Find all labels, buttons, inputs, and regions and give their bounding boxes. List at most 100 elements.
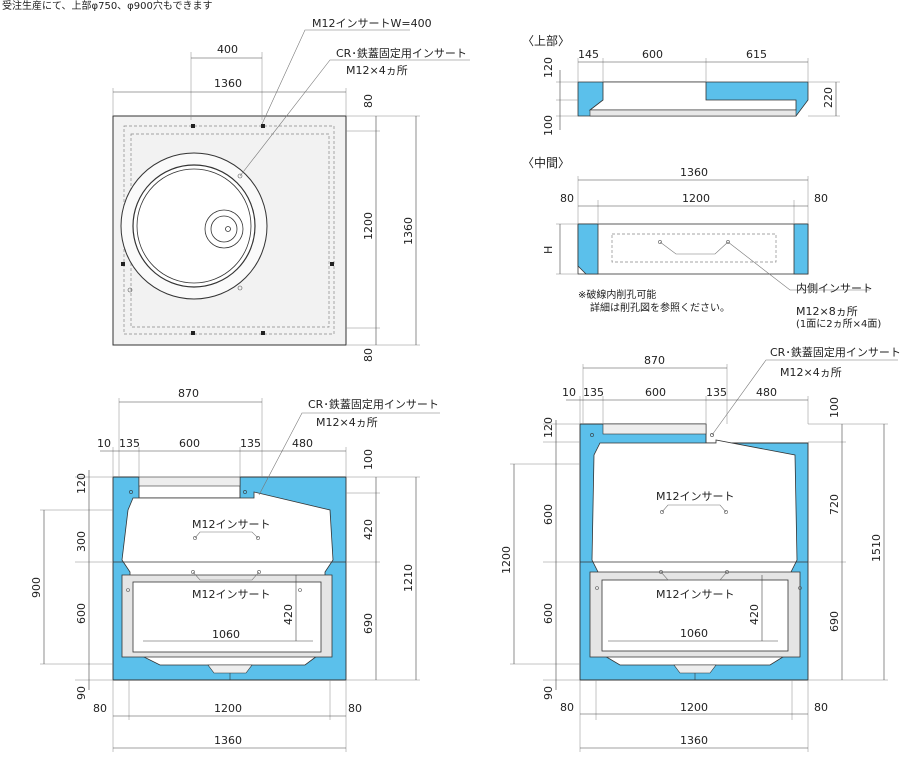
plan-insert-marker — [261, 331, 265, 335]
plan-dim-80-top: 80 — [362, 94, 375, 108]
left-elev-cr-note-count: M12×4ヵ所 — [316, 416, 378, 429]
plan-insert-marker — [261, 124, 265, 128]
plan-dim-1360-top: 1360 — [214, 77, 242, 90]
plan-cr-note-count: M12×4ヵ所 — [346, 64, 408, 77]
left-dim-1060: 1060 — [212, 628, 240, 641]
left-elevation: M12インサート M12インサート CR･鉄蓋固定用インサート M12×4ヵ所 … — [30, 387, 440, 752]
left-dim-100: 100 — [362, 449, 375, 470]
top-dim-615: 615 — [746, 48, 767, 61]
plan-small-opening — [204, 209, 244, 249]
middle-inner-insert-detail: (1面に2ヵ所×4面) — [796, 318, 881, 330]
right-dim-135b: 135 — [706, 386, 727, 399]
header-note: 受注生産にて、上部φ750、φ900穴もできます — [2, 0, 212, 12]
middle-section-title: 〈中間〉 — [522, 155, 570, 170]
right-dim-690: 690 — [828, 611, 841, 632]
left-dim-300: 300 — [75, 531, 88, 552]
top-section-opening — [588, 81, 797, 111]
middle-dim-H: H — [542, 246, 555, 254]
left-elev-insert-lower: M12インサート — [192, 588, 271, 601]
left-dim-10: 10 — [97, 437, 111, 450]
right-dim-80-left: 80 — [560, 701, 574, 714]
left-dim-80-right: 80 — [348, 702, 362, 715]
left-dim-135a: 135 — [119, 437, 140, 450]
right-dim-420-inner: 420 — [748, 604, 761, 625]
plan-dim-1360-right: 1360 — [402, 217, 415, 245]
middle-inner-insert: 内側インサート — [796, 281, 873, 295]
right-dim-870: 870 — [644, 354, 665, 367]
plan-insert-hole — [225, 226, 231, 232]
middle-note-line1: ※破線内削孔可能 — [578, 288, 656, 301]
left-dim-600v: 600 — [75, 603, 88, 624]
right-dim-80-right: 80 — [814, 701, 828, 714]
plan-dim-80-bottom: 80 — [362, 348, 375, 362]
plan-view: 400 1360 80 1200 1360 80 M12インサートW=400 C… — [112, 17, 470, 362]
right-dim-135a: 135 — [583, 386, 604, 399]
middle-right-wall — [793, 223, 809, 275]
plan-dim-400: 400 — [217, 43, 238, 56]
top-dim-600: 600 — [642, 48, 663, 61]
middle-dim-1200: 1200 — [682, 192, 710, 205]
left-elev-cover-seat — [138, 476, 241, 487]
plan-insert-marker — [191, 124, 195, 128]
left-dim-1360: 1360 — [214, 734, 242, 747]
top-dim-220: 220 — [822, 87, 835, 108]
plan-dim-1200: 1200 — [362, 212, 375, 240]
left-dim-1210: 1210 — [402, 564, 415, 592]
plan-cr-insert — [127, 287, 133, 293]
plan-insert-marker — [330, 262, 334, 266]
right-dim-120: 120 — [542, 417, 555, 438]
middle-dim-1360: 1360 — [680, 166, 708, 179]
plan-insert-marker — [121, 262, 125, 266]
left-dim-1200: 1200 — [214, 702, 242, 715]
left-dim-900: 900 — [30, 577, 43, 598]
right-dim-90: 90 — [542, 686, 555, 700]
left-dim-420-right: 420 — [362, 519, 375, 540]
left-dim-80-left: 80 — [93, 702, 107, 715]
middle-drill-zone — [611, 233, 777, 263]
middle-section: 〈中間〉 1360 80 1200 80 H ※破線内削孔可能 詳細は削孔図を参… — [522, 155, 881, 330]
top-dim-120: 120 — [542, 57, 555, 78]
right-dim-600-lower: 600 — [542, 603, 555, 624]
top-section: 〈上部〉 145 600 615 120 100 220 — [522, 33, 840, 136]
right-dim-1360: 1360 — [680, 734, 708, 747]
left-dim-420-inner: 420 — [282, 604, 295, 625]
right-elev-insert-lower: M12インサート — [656, 588, 735, 601]
right-elev-cover-seat — [602, 423, 707, 435]
middle-dim-80-right: 80 — [814, 192, 828, 205]
left-elev-cr-note: CR･鉄蓋固定用インサート — [308, 397, 439, 411]
top-dim-100: 100 — [542, 115, 555, 136]
middle-dim-80-left: 80 — [560, 192, 574, 205]
plan-insert-marker — [191, 331, 195, 335]
plan-cr-insert — [237, 285, 243, 291]
left-dim-120: 120 — [75, 473, 88, 494]
right-dim-600: 600 — [645, 386, 666, 399]
right-elev-cr-note: CR･鉄蓋固定用インサート — [770, 345, 900, 359]
left-dim-690: 690 — [362, 613, 375, 634]
right-dim-1200-vertical: 1200 — [500, 546, 513, 574]
top-dim-145: 145 — [578, 48, 599, 61]
right-elev-cr-note-count: M12×4ヵ所 — [780, 366, 842, 379]
left-elev-insert-upper: M12インサート — [192, 518, 271, 531]
middle-left-wall — [577, 223, 599, 275]
right-dim-720: 720 — [828, 494, 841, 515]
plan-opening-750 — [132, 164, 256, 288]
right-dim-1510: 1510 — [870, 534, 883, 562]
plan-opening-inner — [136, 168, 252, 284]
left-elev-opening — [132, 581, 322, 653]
plan-small-opening-inner — [210, 215, 238, 243]
left-dim-135b: 135 — [240, 437, 261, 450]
right-elev-insert-upper: M12インサート — [656, 490, 735, 503]
right-elevation: M12インサート M12インサート CR･鉄蓋固定用インサート M12×4ヵ所 … — [500, 345, 900, 752]
plan-cr-note: CR･鉄蓋固定用インサート — [336, 46, 467, 60]
left-dim-90: 90 — [75, 686, 88, 700]
middle-note-line2: 詳細は削孔図を参照ください。 — [590, 301, 730, 314]
right-dim-10: 10 — [562, 386, 576, 399]
middle-inner-insert-count: M12×8ヵ所 — [796, 305, 858, 318]
right-dim-600-upper: 600 — [542, 504, 555, 525]
right-dim-100: 100 — [828, 397, 841, 418]
middle-section-body — [577, 223, 809, 275]
left-dim-600: 600 — [179, 437, 200, 450]
left-dim-480: 480 — [292, 437, 313, 450]
plan-cr-insert — [237, 173, 243, 179]
